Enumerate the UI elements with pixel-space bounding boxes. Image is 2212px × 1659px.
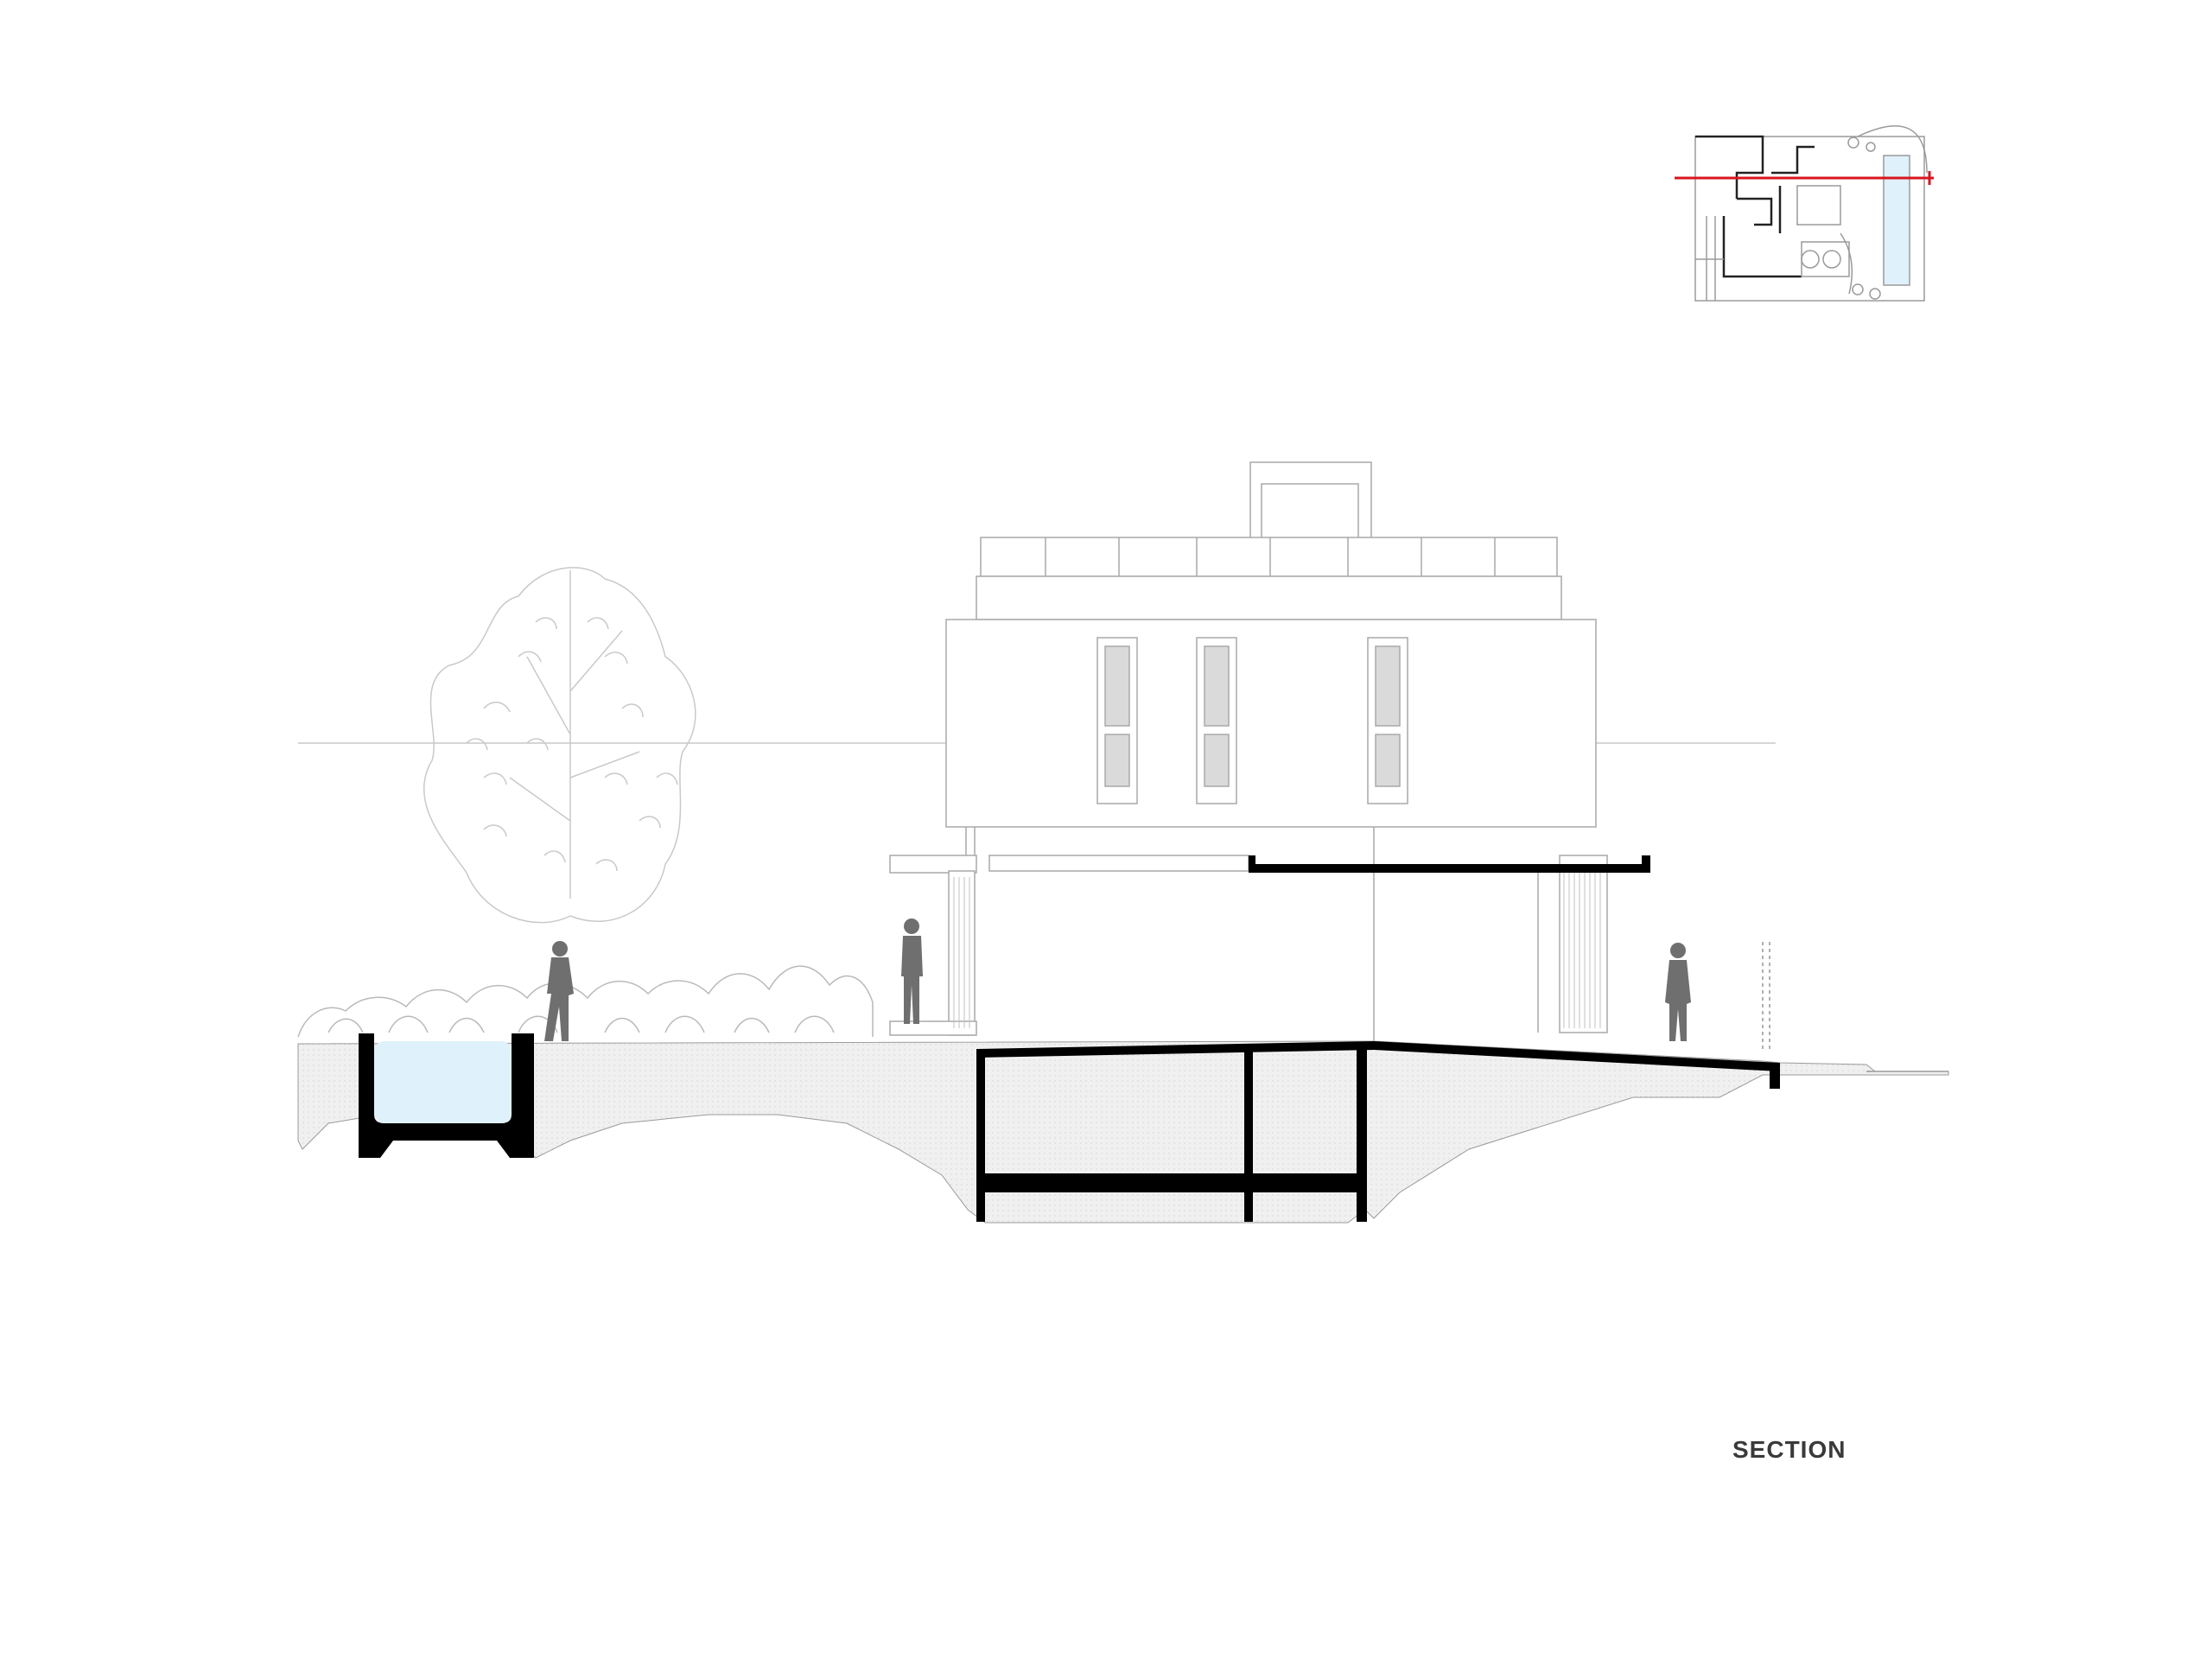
pool-water: [374, 1041, 512, 1123]
house: [889, 461, 1608, 1041]
ground-section: [297, 1040, 1949, 1224]
section-title: SECTION: [1732, 1436, 1847, 1463]
shrubs: [297, 965, 874, 1038]
slab-cut: [1249, 855, 1650, 873]
pool: [359, 1033, 534, 1158]
tree: [423, 567, 696, 924]
person-silhouette: [544, 918, 1691, 1041]
fence-post: [1762, 942, 1770, 1050]
louvers: [953, 873, 1601, 1028]
foundations: [976, 1041, 1780, 1222]
key-plan: [1694, 125, 1928, 302]
